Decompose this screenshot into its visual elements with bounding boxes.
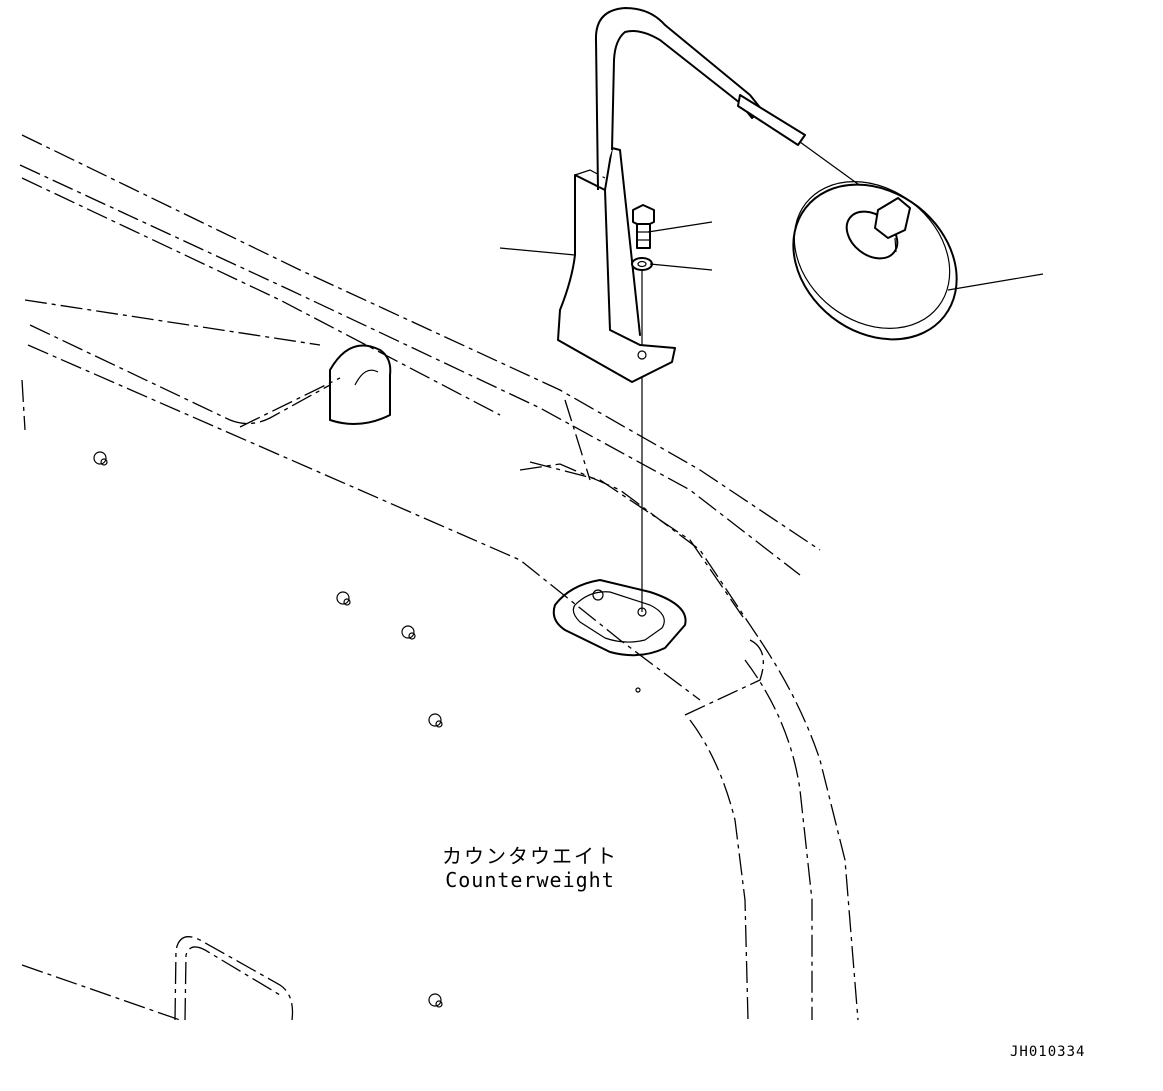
part-name-japanese: カウンタウエイト — [442, 844, 618, 868]
mirror — [792, 181, 958, 341]
washer — [631, 257, 653, 271]
surface-bolts — [93, 451, 641, 1008]
lifting-boss — [329, 344, 392, 425]
drawing-code: JH010334 — [1010, 1044, 1086, 1060]
counterweight-outline — [19, 134, 859, 1021]
mounting-pad — [552, 579, 687, 657]
bolt — [632, 204, 655, 249]
part-name-english: Counterweight — [445, 868, 615, 892]
leader-lines — [499, 221, 1044, 291]
